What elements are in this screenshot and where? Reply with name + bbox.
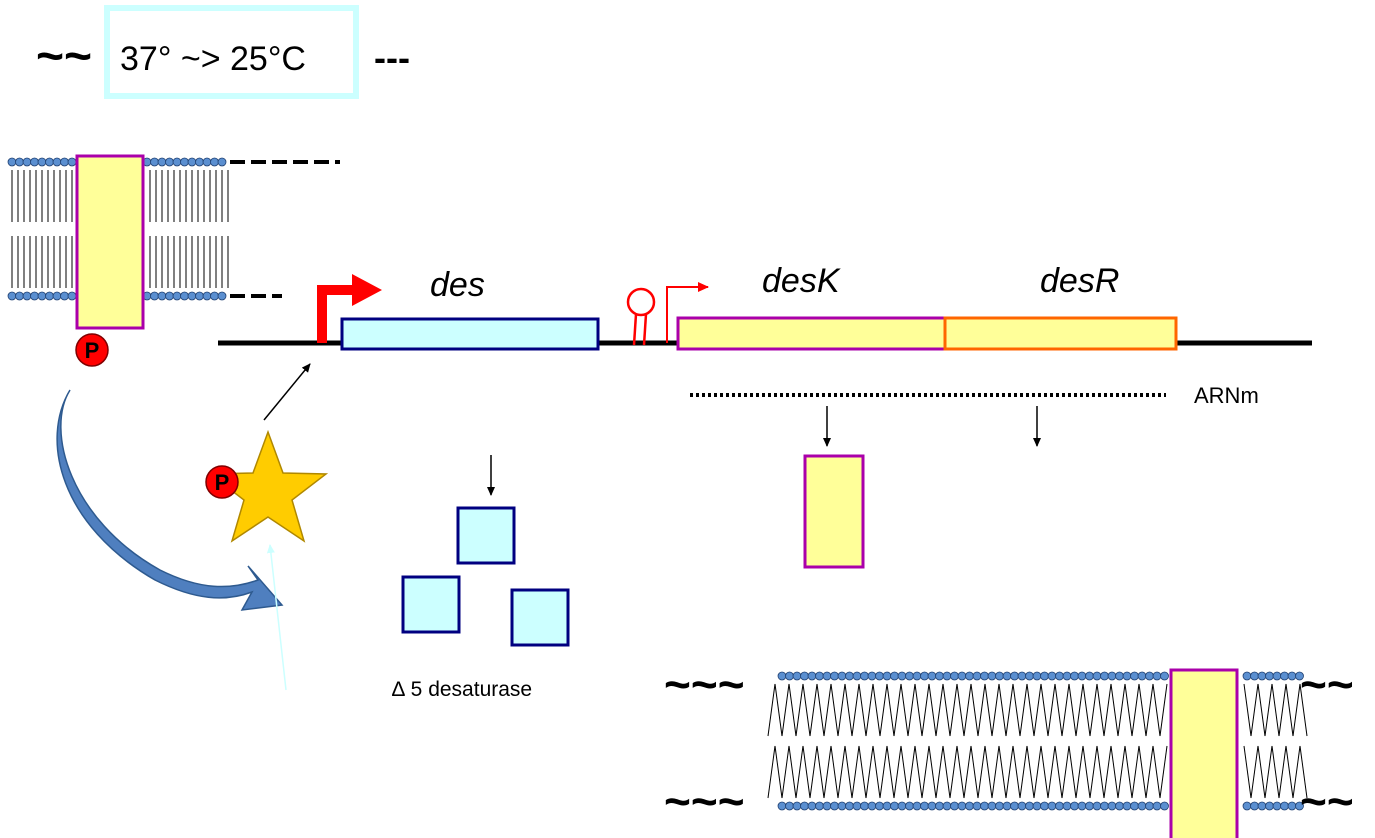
lipid-tails (767, 683, 1308, 799)
lipid-heads (7, 157, 227, 301)
membrane-wave-left-bottom: ~~~ (664, 775, 745, 827)
activation-arrow (263, 363, 311, 421)
desK-gene (676, 316, 947, 351)
lipid-tails (11, 170, 229, 288)
desR-star-phosphorylated: P (205, 429, 329, 543)
temperature-wave: ~~ (36, 30, 92, 83)
desK-promoter-arrow (666, 282, 709, 343)
des-gene (340, 317, 600, 351)
temperature-dash: --- (374, 37, 410, 78)
desaturase-protein (401, 575, 461, 634)
desK-membrane-protein (75, 154, 145, 330)
cyan-arrow (266, 544, 287, 691)
desK-membrane-protein (1169, 668, 1239, 838)
phosphate-label: P (85, 338, 100, 363)
phosphotransfer-arrow (56, 389, 284, 611)
desR-gene (943, 316, 1178, 351)
des-promoter-arrow (317, 274, 382, 343)
des-gene-label: des (430, 266, 485, 304)
lipid-heads (777, 671, 1304, 811)
membrane-bottom-right: ~~~ ~~~ ~~ ~~ (664, 658, 1354, 838)
temperature-box (104, 5, 359, 99)
terminator-hairpin (626, 287, 656, 346)
desK-gene-label: desK (762, 262, 841, 300)
desaturase-protein (456, 506, 516, 565)
membrane-wave-right-top: ~~ (1300, 658, 1354, 710)
membrane-wave-left-top: ~~~ (664, 658, 745, 710)
mrna-label: ARNm (1194, 383, 1259, 408)
desaturase-label: ∆ 5 desaturase (392, 678, 532, 701)
phosphate-label: P (215, 470, 230, 495)
phosphate-desK: P (75, 333, 109, 367)
desaturase-protein (510, 588, 570, 647)
membrane-top-left (7, 154, 340, 330)
desK-protein (803, 454, 865, 569)
temperature-header: ~~ 37° ~> 25°C --- (36, 5, 410, 99)
temperature-label: 37° ~> 25°C (120, 40, 306, 78)
membrane-wave-right-bottom: ~~ (1300, 775, 1354, 827)
desR-gene-label: desR (1040, 262, 1119, 300)
